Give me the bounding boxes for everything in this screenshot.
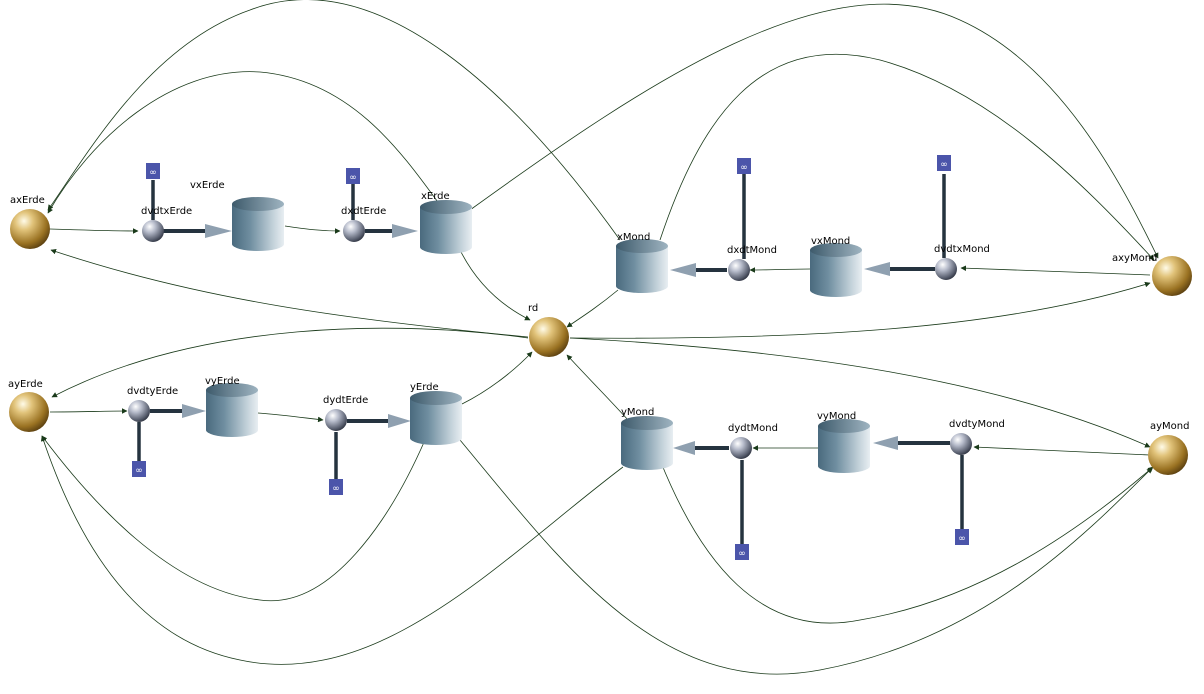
svg-text:∞: ∞ [149, 168, 157, 178]
label-dxdtErde: dxdtErde [341, 206, 386, 217]
auxiliary-ayMond[interactable] [1148, 435, 1188, 475]
stock-yErde[interactable] [410, 391, 462, 445]
node-labels: axErde ayErde rd axyMond ayMond dvdtxErd… [8, 180, 1189, 434]
cloud-icon: ∞ [132, 461, 146, 477]
auxiliary-axyMond[interactable] [1152, 256, 1192, 296]
label-axErde: axErde [10, 195, 45, 206]
label-dxdtMond: dxdtMond [727, 245, 777, 256]
influence-links [40, 0, 1159, 675]
cloud-icon: ∞ [937, 155, 951, 171]
cloud-icon: ∞ [955, 529, 969, 545]
cloud-icon: ∞ [737, 158, 751, 174]
label-yMond: yMond [621, 407, 654, 418]
label-xErde: xErde [421, 191, 450, 202]
label-ayErde: ayErde [8, 379, 43, 390]
label-ayMond: ayMond [1150, 421, 1189, 432]
stock-xErde[interactable] [420, 200, 472, 254]
flow-valve-dvdtxMond[interactable] [935, 258, 957, 280]
flow-valve-dvdtxErde[interactable] [142, 220, 164, 242]
flow-valve-dxdtMond[interactable] [728, 259, 750, 281]
stock-vxErde[interactable] [232, 197, 284, 251]
label-dvdtxMond: dvdtxMond [934, 244, 990, 255]
svg-text:∞: ∞ [958, 534, 966, 544]
auxiliary-rd[interactable] [529, 317, 569, 357]
label-xMond: xMond [617, 232, 650, 243]
svg-text:∞: ∞ [940, 160, 948, 170]
label-vxErde: vxErde [190, 180, 225, 191]
flow-pipes [150, 224, 950, 455]
label-dydtErde: dydtErde [323, 395, 368, 406]
label-dydtMond: dydtMond [728, 423, 778, 434]
cloud-icon: ∞ [346, 168, 360, 184]
label-dvdtxErde: dvdtxErde [141, 206, 192, 217]
stock-vyMond[interactable] [818, 419, 870, 473]
auxiliary-axErde[interactable] [10, 209, 50, 249]
label-vxMond: vxMond [811, 236, 850, 247]
cloud-icon: ∞ [329, 479, 343, 495]
stock-xMond[interactable] [616, 239, 668, 293]
flow-valve-dvdtyMond[interactable] [950, 433, 972, 455]
label-dvdtyErde: dvdtyErde [127, 386, 178, 397]
stock-vyErde[interactable] [206, 383, 258, 437]
svg-text:∞: ∞ [738, 549, 746, 559]
flow-valve-dxdtErde[interactable] [343, 220, 365, 242]
stock-vxMond[interactable] [810, 243, 862, 297]
label-axyMond: axyMond [1112, 253, 1157, 264]
svg-text:∞: ∞ [135, 466, 143, 476]
stock-yMond[interactable] [621, 416, 673, 470]
flow-valve-dydtErde[interactable] [325, 409, 347, 431]
label-vyErde: vyErde [205, 376, 240, 387]
label-vyMond: vyMond [817, 411, 856, 422]
flow-valve-dydtMond[interactable] [730, 437, 752, 459]
svg-text:∞: ∞ [740, 163, 748, 173]
cloud-pipes [137, 174, 964, 545]
cloud-icon: ∞ [735, 544, 749, 560]
label-yErde: yErde [410, 382, 439, 393]
svg-text:∞: ∞ [332, 484, 340, 494]
cloud-icon: ∞ [146, 163, 160, 179]
label-rd: rd [528, 303, 538, 314]
svg-text:∞: ∞ [349, 173, 357, 183]
flow-valve-dvdtyErde[interactable] [128, 400, 150, 422]
label-dvdtyMond: dvdtyMond [949, 419, 1005, 430]
auxiliary-ayErde[interactable] [9, 392, 49, 432]
